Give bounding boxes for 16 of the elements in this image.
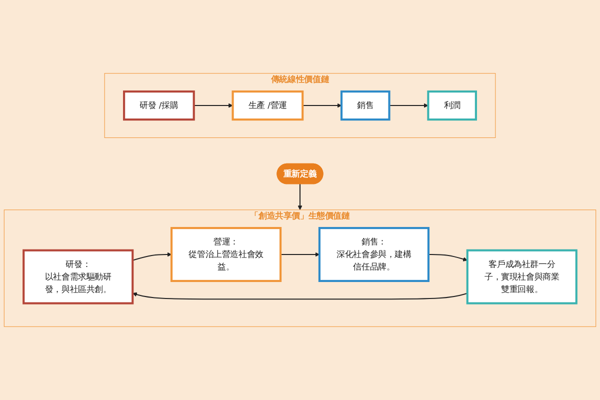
node-box: 客戶成為社群一分子，實現社會與商業雙重回報。 bbox=[466, 249, 578, 304]
node-box: 利潤 bbox=[427, 90, 477, 121]
arrow bbox=[280, 252, 320, 257]
node-box: 營運： 從管治上營造社會效益。 bbox=[170, 227, 282, 282]
node-box: 研發 /採購 bbox=[123, 90, 195, 121]
arrow bbox=[298, 184, 302, 210]
arrow bbox=[302, 103, 342, 108]
arrow bbox=[132, 292, 468, 300]
node-box: 生產 /營運 bbox=[232, 90, 304, 121]
node-box: 銷售 bbox=[340, 90, 390, 121]
node-box: 銷售： 深化社會參與，建構信任品牌。 bbox=[318, 227, 430, 282]
arrow bbox=[389, 103, 428, 108]
node-box: 研發： 以社會需求驅動研發，與社區共創。 bbox=[22, 249, 134, 304]
arrow bbox=[428, 254, 468, 262]
arrow bbox=[132, 252, 172, 261]
arrow bbox=[194, 103, 233, 108]
